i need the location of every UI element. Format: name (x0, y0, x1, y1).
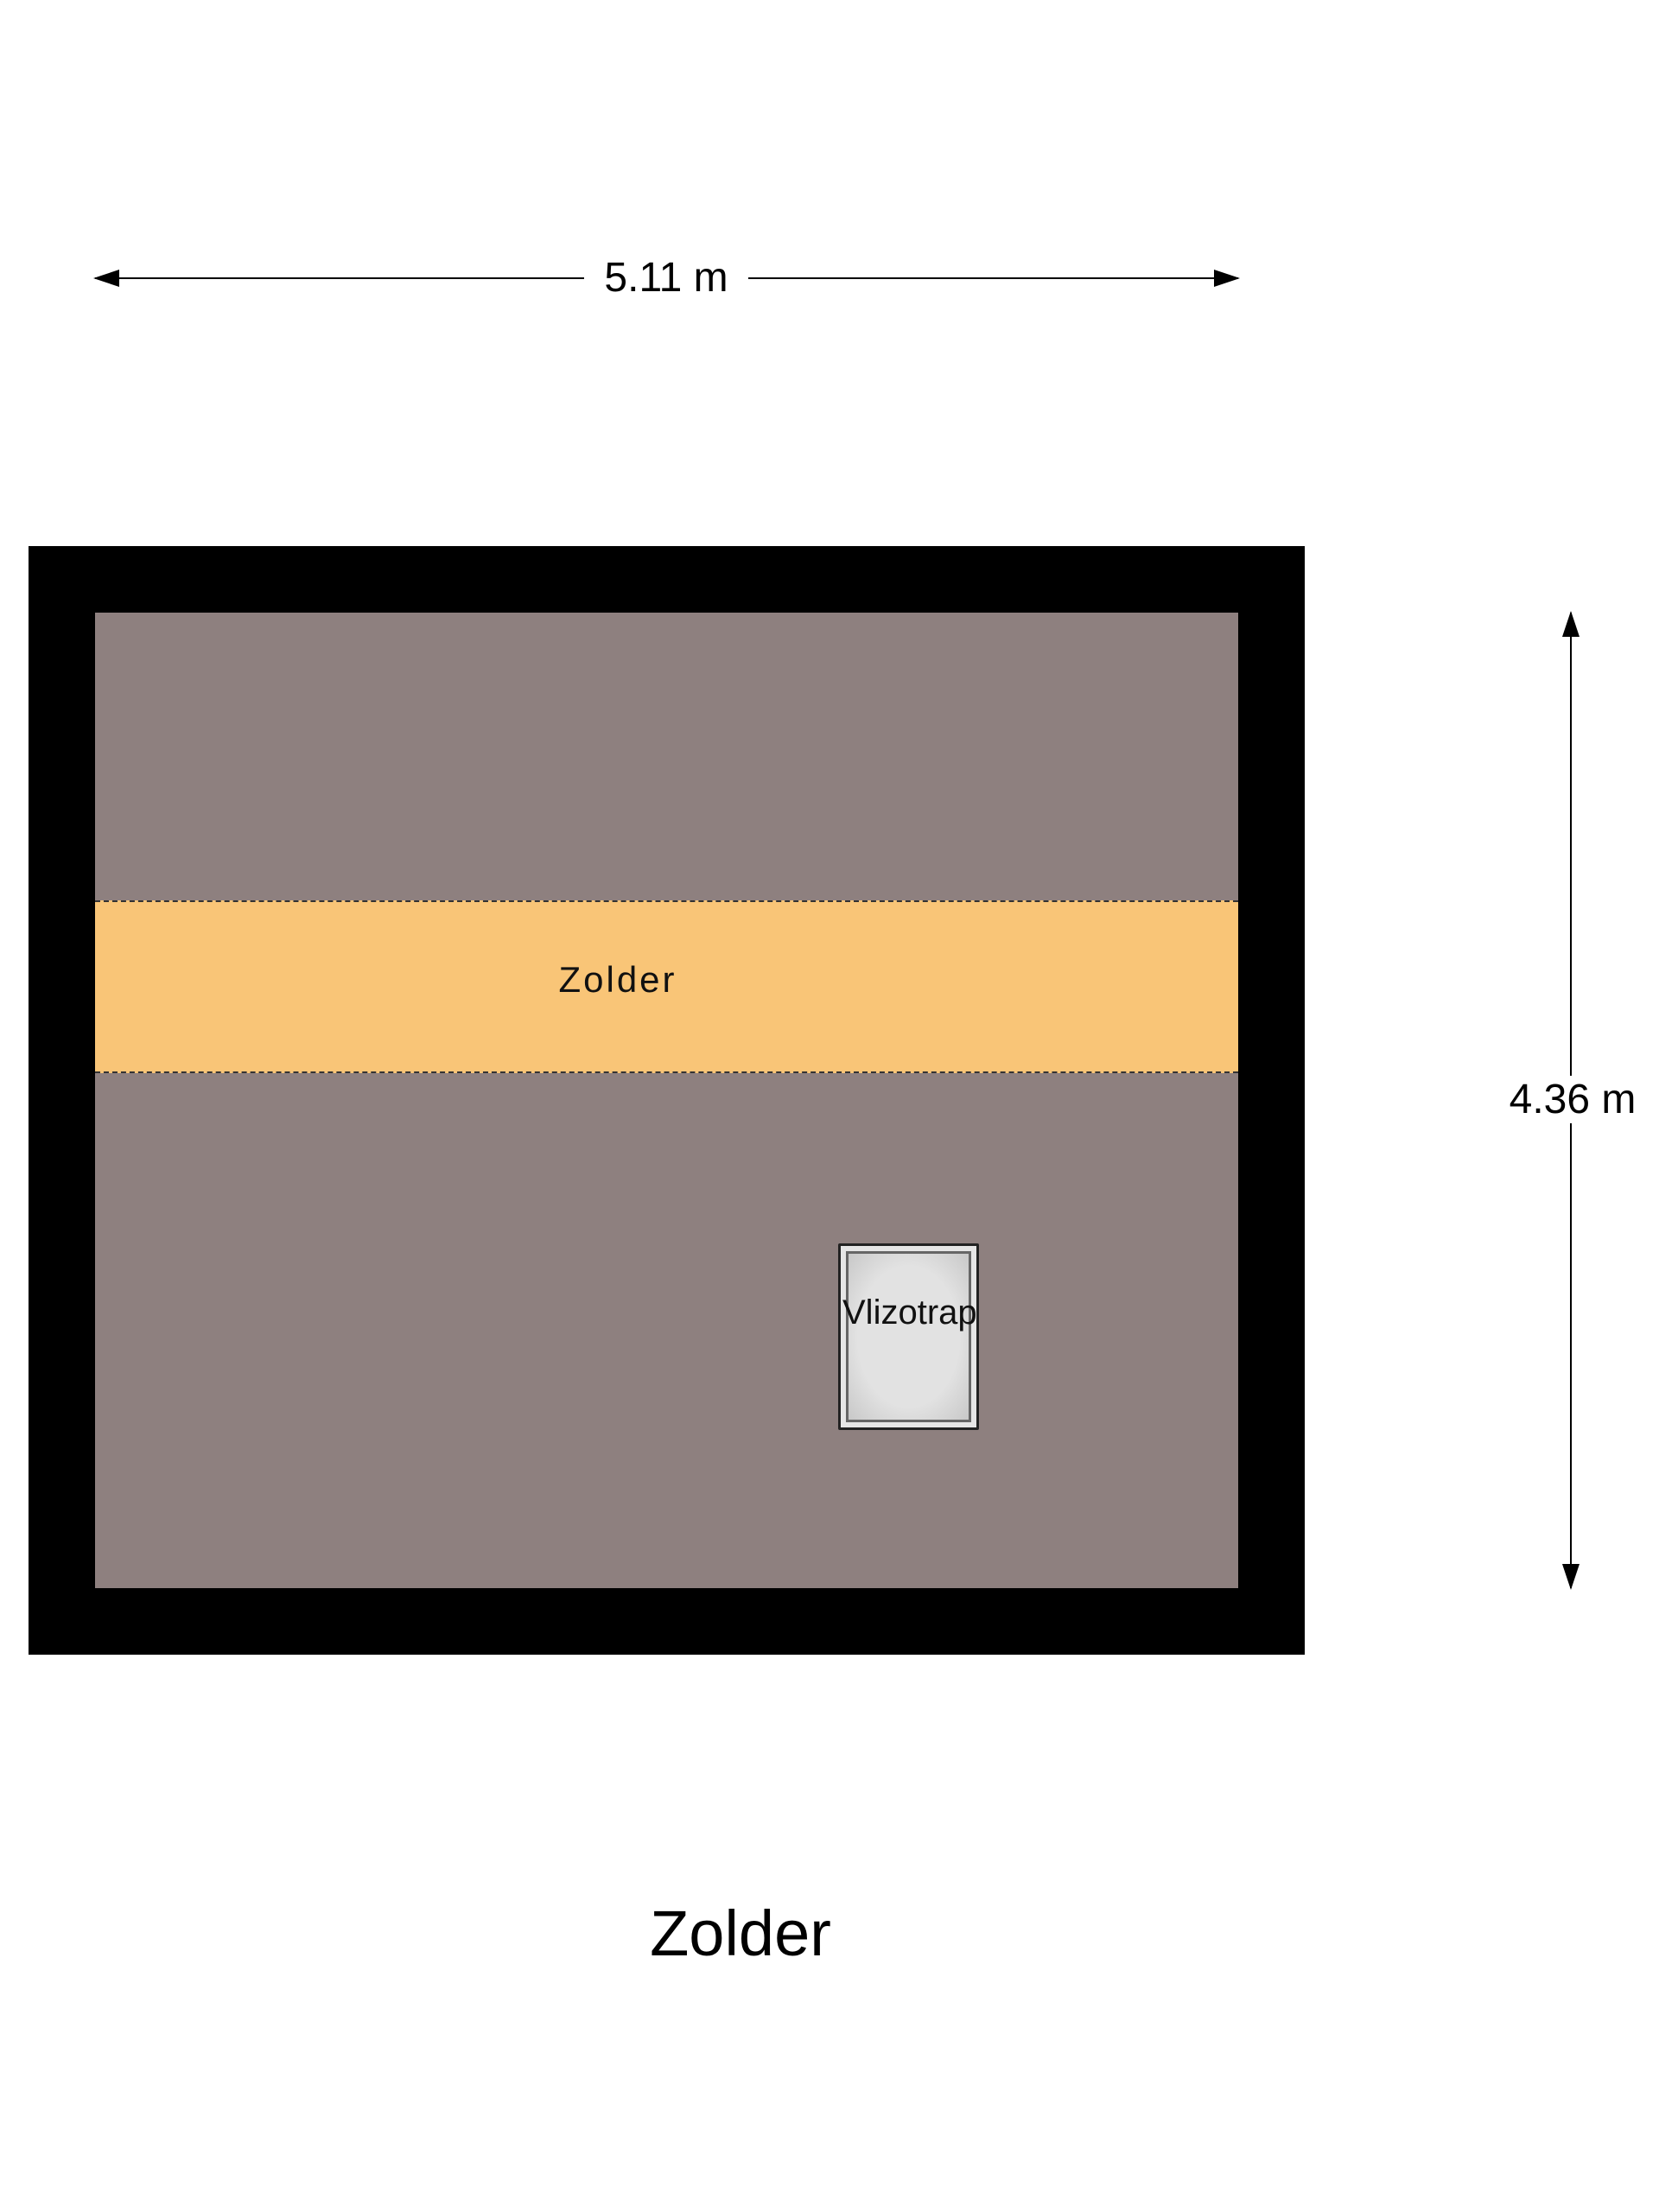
floor-area (95, 613, 1238, 1588)
floor-title: Zolder (650, 1897, 831, 1969)
room-zolder-area (95, 900, 1238, 1073)
arrow-left-icon (93, 270, 119, 287)
room-label-vlizotrap: Vlizotrap (842, 1294, 977, 1332)
height-dimension-label: 4.36 m (1499, 1076, 1646, 1123)
arrow-right-icon (1214, 270, 1240, 287)
room-label-zolder: Zolder (558, 959, 677, 1000)
arrow-up-icon (1562, 611, 1580, 637)
attic-hatch (838, 1243, 979, 1430)
width-dimension-label: 5.11 m (584, 254, 748, 302)
arrow-down-icon (1562, 1564, 1580, 1590)
